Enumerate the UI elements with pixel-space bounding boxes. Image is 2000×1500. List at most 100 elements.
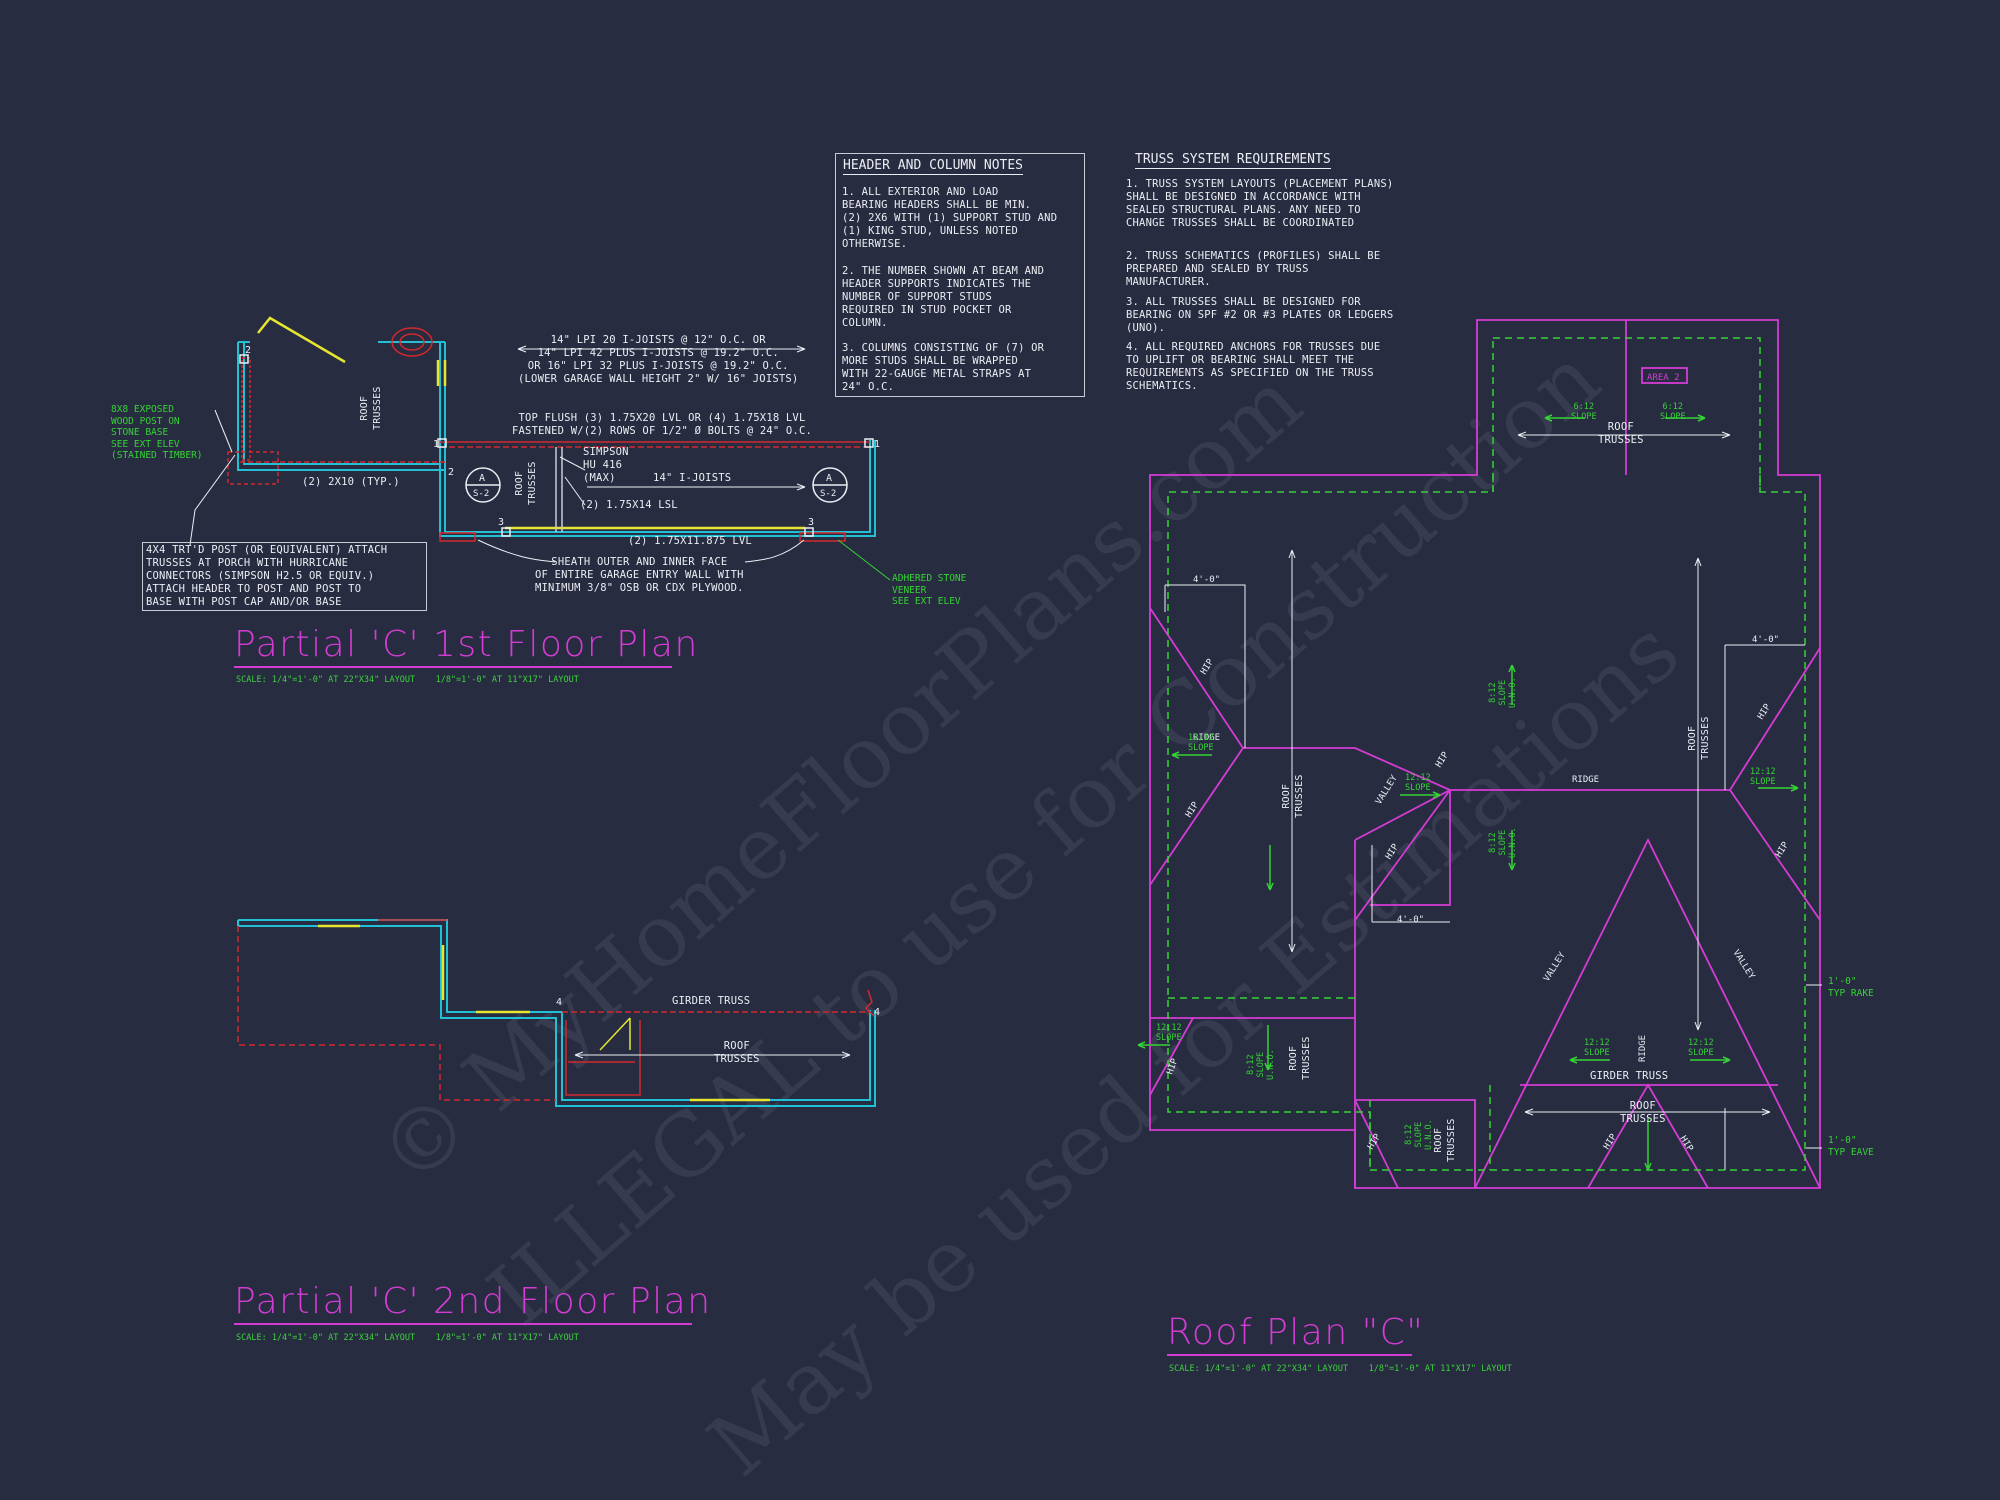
simpson-note: SIMPSON HU 416 (MAX) xyxy=(583,446,629,484)
roof-trusses-area2: ROOF TRUSSES xyxy=(1598,421,1644,446)
plan2-title: Partial 'C' 2nd Floor Plan xyxy=(234,1281,712,1322)
roof-trusses-left: ROOF TRUSSES xyxy=(1281,774,1305,818)
roof-hip-1: HIP xyxy=(1199,657,1216,677)
truss-notes-heading: TRUSS SYSTEM REQUIREMENTS xyxy=(1135,152,1331,169)
first-floor-beams xyxy=(227,357,870,542)
roof-dim-4ft-b: 4'-0" xyxy=(1752,635,1779,645)
roof-wall-lines xyxy=(1167,337,1806,1171)
slope-812-a: 8:12 SLOPE U.N.O. xyxy=(1488,677,1518,708)
second-floor-walls xyxy=(237,919,876,1107)
second-floor-leaders xyxy=(574,1051,851,1059)
roof-ridge-center: RIDGE xyxy=(1572,775,1599,785)
plan2-girder: GIRDER TRUSS xyxy=(672,995,751,1007)
post-note: 4x4 TRT'D POST (OR EQUIVALENT) ATTACH TR… xyxy=(146,544,388,608)
slope-612-b: 6:12 SLOPE xyxy=(1660,402,1686,422)
ijoists-note: 14" I-JOISTS xyxy=(653,472,732,484)
slope-812-d: 8:12 SLOPE U.N.O. xyxy=(1404,1119,1434,1150)
header-notes-heading: HEADER AND COLUMN NOTES xyxy=(843,158,1024,175)
lsl-note: (2) 1.75x14 LSL xyxy=(580,499,678,511)
plan2-node-4a: 4 xyxy=(556,997,562,1008)
plan1-node-1b: 1 xyxy=(874,439,880,450)
roof-scale: SCALE: 1/4"=1'-0" AT 22"X34" LAYOUT 1/8"… xyxy=(1169,1364,1512,1374)
roof-valley-1: VALLEY xyxy=(1374,773,1400,806)
first-floor-section-markers xyxy=(465,467,848,503)
first-floor-walls xyxy=(237,341,876,537)
slope-612-a: 6:12 SLOPE xyxy=(1571,402,1597,422)
roof-hip-4: HIP xyxy=(1756,702,1773,722)
second-floor-windows xyxy=(318,924,770,1102)
first-floor-windows xyxy=(257,316,805,530)
roof-outline xyxy=(1149,319,1821,1189)
plan1-title: Partial 'C' 1st Floor Plan xyxy=(234,624,699,665)
plan1-roof-trusses-a: ROOF TRUSSES xyxy=(359,386,383,430)
roof-dim-4ft-a: 4'-0" xyxy=(1193,575,1220,585)
truss-note-4: 4. ALL REQUIRED ANCHORS FOR TRUSSES DUE … xyxy=(1126,341,1381,392)
plan2-roof-trusses: ROOF TRUSSES xyxy=(714,1040,760,1065)
roof-area2-label: AREA 2 xyxy=(1647,373,1680,383)
header-note-1: 1. ALL EXTERIOR AND LOAD BEARING HEADERS… xyxy=(842,186,1058,250)
roof-hip-2: HIP xyxy=(1184,800,1201,820)
plan2-scale: SCALE: 1/4"=1'-0" AT 22"X34" LAYOUT 1/8"… xyxy=(236,1333,579,1343)
header-notes-box xyxy=(835,153,1085,397)
roof-trusses-lower-left: ROOF TRUSSES xyxy=(1288,1036,1312,1080)
roof-hip-10: HIP xyxy=(1677,1134,1694,1154)
roof-ridge-left: RIDGE xyxy=(1193,733,1220,743)
roof-slope-arrows xyxy=(1137,414,1799,1171)
two-by-ten-note: (2) 2x10 (TYP.) xyxy=(302,476,400,488)
slope-1212-e: 12:12 SLOPE xyxy=(1688,1038,1714,1058)
header-note-2: 2. THE NUMBER SHOWN AT BEAM AND HEADER S… xyxy=(842,265,1045,329)
truss-note-1: 1. TRUSS SYSTEM LAYOUTS (PLACEMENT PLANS… xyxy=(1126,178,1394,229)
roof-hip-3: HIP xyxy=(1434,750,1451,770)
roof-trusses-bottom: ROOF TRUSSES xyxy=(1620,1100,1666,1125)
typ-eave: 1'-0" TYP EAVE xyxy=(1828,1135,1874,1158)
lvl-bottom-note: (2) 1.75x11.875 LVL xyxy=(628,535,752,547)
roof-valley-2: VALLEY xyxy=(1542,950,1568,983)
plan1-node-3b: 3 xyxy=(808,517,814,528)
plan1-node-1a: 1 xyxy=(433,439,439,450)
stone-note: ADHERED STONE VENEER SEE EXT ELEV xyxy=(892,573,967,607)
roof-hip-5: HIP xyxy=(1774,840,1791,860)
roof-title: Roof Plan "C" xyxy=(1167,1312,1425,1353)
first-floor-leaders xyxy=(189,345,891,581)
header-note-3: 3. COLUMNS CONSISTING OF (7) OR MORE STU… xyxy=(842,342,1045,393)
joists-note: 14" LPI 20 I-JOISTS @ 12" O.C. OR 14" LP… xyxy=(518,334,799,385)
slope-812-b: 8:12 SLOPE U.N.O. xyxy=(1488,827,1518,858)
lvl-note: TOP FLUSH (3) 1.75x20 LVL OR (4) 1.75x18… xyxy=(512,412,812,437)
roof-dimension-lines xyxy=(1164,431,1822,1170)
slope-1212-a: 12:12 SLOPE xyxy=(1188,733,1214,753)
post-note-box xyxy=(142,542,427,611)
roof-hip-9: HIP xyxy=(1602,1132,1619,1152)
roof-trusses-lower-mid: ROOF TRUSSES xyxy=(1433,1118,1457,1162)
slope-1212-b: 12:12 SLOPE xyxy=(1405,773,1431,793)
slope-812-c: 8:12 SLOPE U.N.O. xyxy=(1246,1049,1276,1080)
slope-1212-f: 12:12 SLOPE xyxy=(1156,1023,1182,1043)
plan1-node-2a: 2 xyxy=(245,345,251,356)
roof-ridge-vertical: RIDGE xyxy=(1638,1035,1648,1062)
plan1-node-2b: 2 xyxy=(448,467,454,478)
truss-note-2: 2. TRUSS SCHEMATICS (PROFILES) SHALL BE … xyxy=(1126,250,1381,288)
roof-hip-8: HIP xyxy=(1366,1132,1383,1152)
section-a-left: A xyxy=(479,473,485,484)
slope-1212-d: 12:12 SLOPE xyxy=(1584,1038,1610,1058)
roof-title-underline xyxy=(1167,1354,1412,1356)
first-floor-posts xyxy=(239,327,874,537)
section-s2-right: S-2 xyxy=(820,489,836,499)
roof-girder: GIRDER TRUSS xyxy=(1590,1070,1669,1082)
section-a-right: A xyxy=(826,473,832,484)
section-s2-left: S-2 xyxy=(473,489,489,499)
plan2-title-underline xyxy=(234,1323,692,1325)
slope-1212-c: 12:12 SLOPE xyxy=(1750,767,1776,787)
plan1-scale: SCALE: 1/4"=1'-0" AT 22"X34" LAYOUT 1/8"… xyxy=(236,675,579,685)
roof-trusses-right: ROOF TRUSSES xyxy=(1687,716,1711,760)
roof-dim-4ft-c: 4'-0" xyxy=(1397,915,1424,925)
wood-post-note: 8X8 EXPOSED WOOD POST ON STONE BASE SEE … xyxy=(111,404,203,461)
second-floor-red-lines xyxy=(237,919,875,1101)
truss-note-3: 3. ALL TRUSSES SHALL BE DESIGNED FOR BEA… xyxy=(1126,296,1394,334)
roof-valley-3: VALLEY xyxy=(1730,948,1756,981)
typ-rake: 1'-0" TYP RAKE xyxy=(1828,976,1874,999)
plan1-node-3a: 3 xyxy=(498,517,504,528)
sheath-note: SHEATH OUTER AND INNER FACE OF ENTIRE GA… xyxy=(535,556,744,594)
plan1-roof-trusses-b: ROOF TRUSSES xyxy=(514,461,538,505)
plan2-node-4b: 4 xyxy=(874,1007,880,1018)
plan1-title-underline xyxy=(234,666,672,668)
